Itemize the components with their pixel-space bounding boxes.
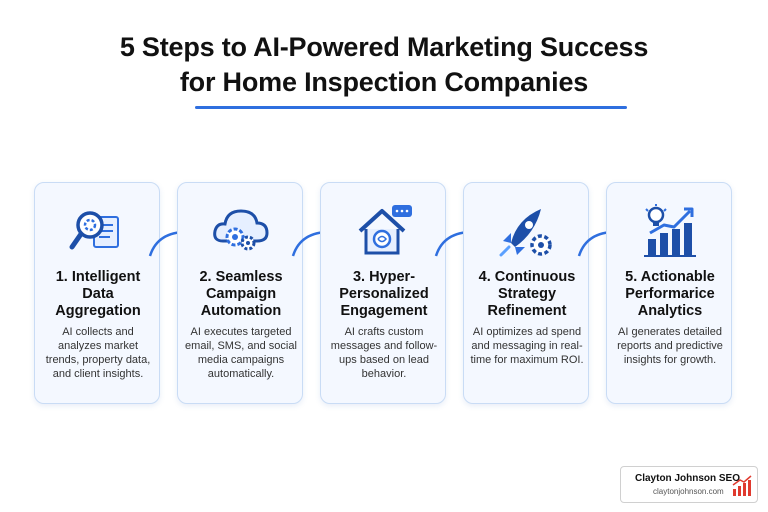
- step-card-5: 5. Actionable Performarice Analytics AI …: [606, 182, 732, 404]
- title-underline: [195, 106, 627, 109]
- step-title: 4. Continuous Strategy Refinement: [478, 269, 576, 319]
- step-description: AI executes targeted email, SMS, and soc…: [185, 326, 297, 380]
- cloud-gear-icon: [213, 209, 269, 251]
- brand-name: Clayton Johnson SEO: [635, 473, 741, 484]
- brand-url: claytonjohnson.com: [653, 487, 724, 496]
- step-title: 5. Actionable Performarice Analytics: [625, 269, 715, 319]
- house-brain-chat-icon: [358, 205, 412, 255]
- step-card-4: 4. Continuous Strategy Refinement AI opt…: [463, 182, 589, 404]
- step-title: 3. Hyper- Personalized Engagement: [339, 269, 429, 319]
- step-description: AI generates detailed reports and predic…: [617, 326, 723, 366]
- growth-bars-icon: [732, 475, 752, 496]
- step-title: 2. Seamless Campaign Automation: [199, 269, 283, 319]
- rocket-gear-icon: [499, 209, 552, 257]
- step-card-3: 3. Hyper- Personalized Engagement AI cra…: [320, 182, 446, 404]
- lightbulb-bar-chart-icon: [644, 204, 696, 257]
- title-line-2: for Home Inspection Companies: [179, 67, 589, 97]
- page-title: 5 Steps to AI-Powered Marketing Success …: [0, 30, 768, 100]
- magnifier-gear-document-icon: [69, 211, 119, 250]
- title-line-1: 5 Steps to AI-Powered Marketing Success: [119, 32, 649, 62]
- step-card-1: 1. Intelligent Data Aggregation AI colle…: [34, 182, 160, 404]
- brand-badge: Clayton Johnson SEO claytonjohnson.com: [620, 466, 758, 503]
- step-description: AI crafts custom messages and follow-ups…: [330, 326, 438, 380]
- step-title: 1. Intelligent Data Aggregation: [55, 269, 141, 319]
- step-card-2: 2. Seamless Campaign Automation AI execu…: [177, 182, 303, 404]
- step-description: AI collects and analyzes market trends, …: [45, 326, 151, 380]
- step-description: AI optimizes ad spend and messaging in r…: [470, 326, 584, 366]
